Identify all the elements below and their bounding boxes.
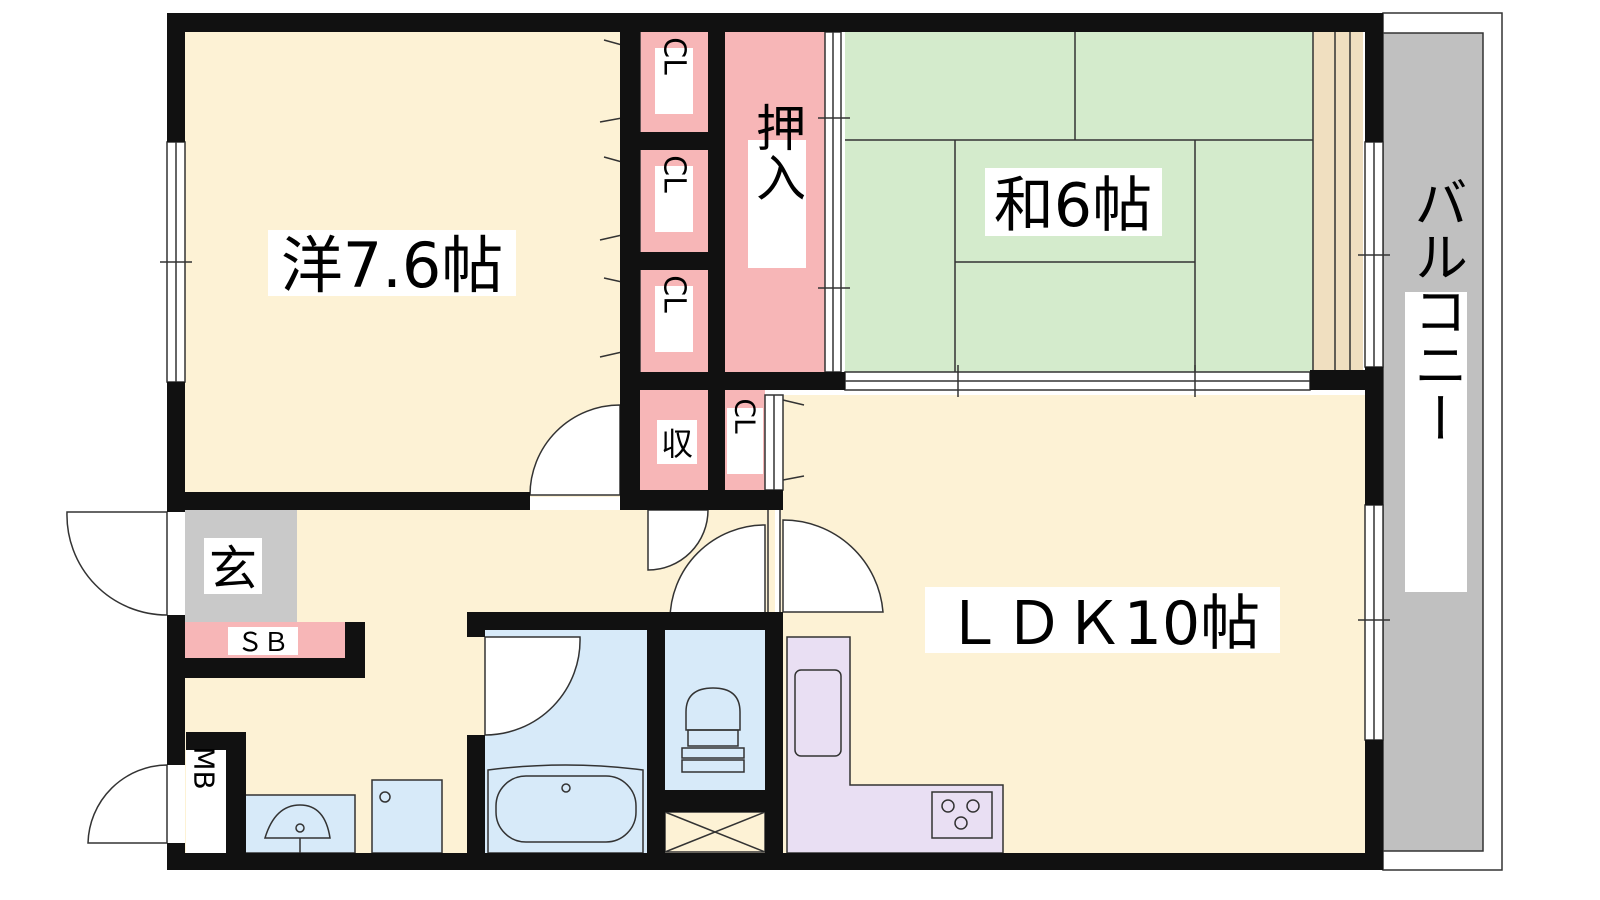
ldk-label-bg [925,587,1280,653]
oshiire-label: 押入 [748,102,806,202]
balcony-label-bg [1405,292,1467,592]
japanese-room-label: 和6帖 [994,171,1152,241]
bath-door [484,636,581,736]
ldk-label: ＬＤＫ10帖 [944,589,1260,659]
balcony-label: バルコニー [1405,175,1468,445]
western-room-label: 洋7.6帖 [281,229,504,302]
entrance-door [66,511,168,616]
oshiire-label-bg [748,140,806,268]
closet-label-1: CL [657,37,692,75]
closet-label-bg-4 [727,408,763,474]
washer-pan [371,779,443,854]
storage-label: 収 [661,425,693,463]
japanese-label-bg [985,168,1162,236]
storage-door [647,509,709,571]
closet-label-4: CL [729,398,762,434]
closet-label-2: CL [657,155,692,193]
western-label-bg [268,230,516,296]
western-room-door [529,404,621,496]
tatami-lines [845,32,1351,380]
closet-label-bg-1 [655,48,693,114]
burner-icon [941,799,955,813]
meter-box-door [87,764,168,844]
doors [66,404,884,844]
ldk-door-right [782,519,884,613]
closet-label-bg-2 [655,166,693,232]
burner-icon [954,816,968,830]
bathtub-inner [495,775,637,843]
storage-label-bg [657,420,697,464]
entrance-label-bg [204,538,262,594]
closet-label-3: CL [657,275,692,313]
kitchen-sink [794,669,842,757]
burner-icon [966,799,980,813]
ldk-door-left [669,524,766,621]
washbasin-bowl [263,804,331,839]
walls [167,13,1383,870]
closet-label-bg-3 [655,286,693,352]
meter-box-label: MB [188,746,221,789]
shoebox-label: ＳＢ [237,628,289,658]
meter-box-bg [186,750,226,853]
washer-drain [379,791,391,803]
toilet-floor [665,630,765,790]
toilet-bowl [685,687,741,731]
tokonoma-strip [1313,32,1363,382]
shoebox-label-bg [228,627,298,655]
bathtub [487,764,644,854]
entrance-label: 玄 [209,541,257,597]
stove [931,791,993,839]
